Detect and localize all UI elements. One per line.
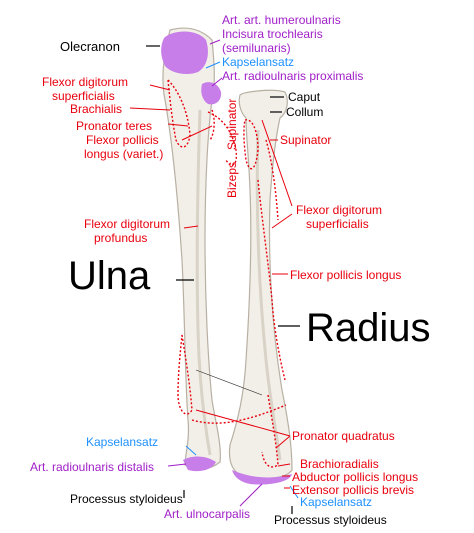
ulnocarpal-area: [232, 470, 292, 485]
radioulnar-distal-area: [183, 456, 216, 472]
brachioradialis-outline: [261, 394, 279, 468]
fdp-label-1: Flexor digitorum: [84, 217, 170, 231]
processus-styloideus-left-label: Processus styloideus: [70, 492, 183, 506]
fds-right-label-2: superficialis: [306, 217, 369, 231]
ulna-lower-outline: [177, 334, 193, 415]
brachioradialis-label: Brachioradialis: [300, 457, 379, 471]
art-humeroulnaris-label: Art. art. humeroulnaris: [222, 13, 341, 27]
supinator-vertical-label: Supinator: [225, 99, 239, 150]
olecranon-label: Olecranon: [60, 39, 120, 54]
incisura-semilunaris-label: (semilunaris): [222, 41, 291, 55]
kapselansatz-bottom-left-label: Kapselansatz: [86, 435, 158, 449]
supinator-right-outline: [265, 139, 279, 221]
fpl-variet-outline: [209, 109, 215, 141]
pronator-teres-label: Pronator teres: [76, 119, 152, 133]
black-pointer-lines: [146, 45, 300, 514]
collum-label: Collum: [286, 105, 323, 119]
radius-title: Radius: [306, 306, 431, 350]
caput-label: Caput: [288, 90, 321, 104]
supinator-right-label: Supinator: [280, 133, 331, 147]
fds-right-label-1: Flexor digitorum: [296, 203, 382, 217]
fds-left-label-1: Flexor digitorum: [42, 75, 128, 89]
bizeps-outline: [243, 119, 259, 170]
fpl-variet-label-2: longus (variet.): [84, 147, 163, 161]
art-radioulnaris-proximalis-label: Art. radioulnaris proximalis: [222, 69, 363, 83]
radioulnar-proximal-area: [201, 82, 222, 105]
kapselansatz-bottom-right-label: Kapselansatz: [300, 495, 372, 509]
bizeps-label: Bizeps: [225, 162, 239, 198]
fds-right-outline: [257, 179, 286, 381]
art-radioulnaris-distalis-label: Art. radioulnaris distalis: [30, 460, 154, 474]
kapselansatz-top-label: Kapselansatz: [222, 55, 294, 69]
incisura-trochlearis-area: [161, 31, 208, 74]
red-pointer-lines: [129, 84, 293, 489]
fpl-variet-label-1: Flexor pollicis: [86, 133, 159, 147]
interosseous-line: [195, 369, 263, 396]
abductor-pollicis-longus-label: Abductor pollicis longus: [292, 470, 418, 484]
processus-styloideus-right-label: Processus styloideus: [274, 513, 387, 527]
brachialis-label: Brachialis: [70, 102, 122, 116]
fds-left-label-2: superficialis: [52, 89, 115, 103]
extensor-pollicis-brevis-label: Extensor pollicis brevis: [292, 483, 414, 497]
blue-pointer-lines: [185, 61, 299, 499]
pronator-quadratus-label: Pronator quadratus: [292, 429, 395, 443]
fdp-label-2: profundus: [94, 231, 147, 245]
supinator-outline: [207, 111, 238, 166]
purple-pointer-lines: [167, 39, 263, 507]
art-ulnocarpalis-label: Art. ulnocarpalis: [164, 507, 250, 521]
ulna-title: Ulna: [68, 254, 151, 298]
incisura-trochlearis-label: Incisura trochlearis: [222, 27, 323, 41]
fpl-right-label: Flexor pollicis longus: [290, 268, 401, 282]
